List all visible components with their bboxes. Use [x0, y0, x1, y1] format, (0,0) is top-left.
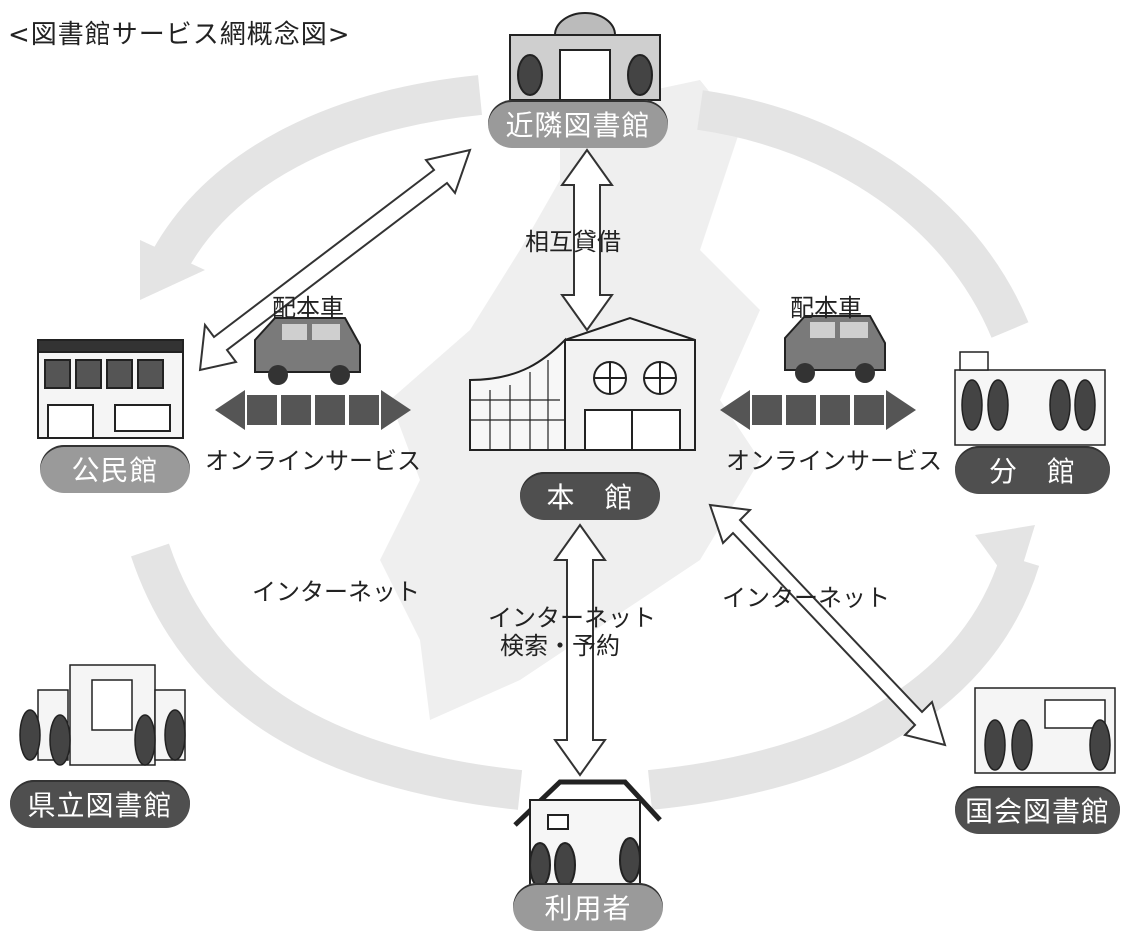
label-sogo-taishaku: 相互貸借: [525, 228, 621, 256]
ring-bottom-left-arc: [131, 543, 523, 810]
node-user: 利用者: [513, 883, 663, 931]
main-library-building-icon: [469, 316, 696, 451]
ring-bottom-right-arc: [648, 553, 1040, 810]
diagram-title: <図書館サービス網概念図>: [8, 20, 351, 50]
node-neighbor-library: 近隣図書館: [488, 100, 668, 148]
arrow-sogo-taishaku: [560, 148, 614, 332]
online-arrow-right: [720, 390, 916, 430]
arrow-internet-main-national: [708, 503, 947, 747]
neighbor-library-building-icon: [509, 12, 661, 101]
label-online-service-left: オンラインサービス: [205, 447, 421, 475]
branch-library-building-icon: [954, 351, 1106, 446]
node-prefectural-library: 県立図書館: [10, 780, 190, 828]
arrow-internet-search: [553, 523, 607, 777]
user-house-icon: [513, 779, 662, 896]
label-internet-center: インターネット: [488, 604, 656, 632]
ring-arrowheads: [140, 240, 1035, 590]
prefectural-library-building-icon: [19, 664, 186, 766]
kominkan-building-icon: [37, 339, 184, 439]
ring-arrowhead-left: [140, 240, 205, 300]
ring-top-right-arc: [697, 90, 1029, 338]
label-haihonsha-right: 配本車: [790, 294, 862, 322]
national-library-building-icon: [974, 687, 1116, 774]
circulation-ring: [131, 75, 1040, 810]
label-haihonsha-left: 配本車: [272, 294, 344, 322]
label-internet-right: インターネット: [722, 584, 890, 612]
delivery-van-right-icon: [784, 315, 886, 383]
node-branch-library: 分 館: [955, 446, 1110, 494]
label-online-service-right: オンラインサービス: [726, 447, 942, 475]
node-national-library: 国会図書館: [955, 786, 1120, 834]
node-main-library: 本 館: [520, 472, 660, 520]
ring-arrowhead-right: [975, 525, 1035, 590]
label-internet-left: インターネット: [252, 578, 420, 606]
arrow-internet-kominkan-neighbor: [198, 148, 472, 372]
node-kominkan: 公民館: [40, 445, 190, 493]
online-arrow-left: [215, 390, 411, 430]
label-search-reserve: 検索・予約: [500, 632, 620, 660]
exchange-arrows: [198, 148, 947, 777]
ring-top-left-arc: [152, 75, 482, 271]
delivery-van-left-icon: [254, 317, 361, 385]
